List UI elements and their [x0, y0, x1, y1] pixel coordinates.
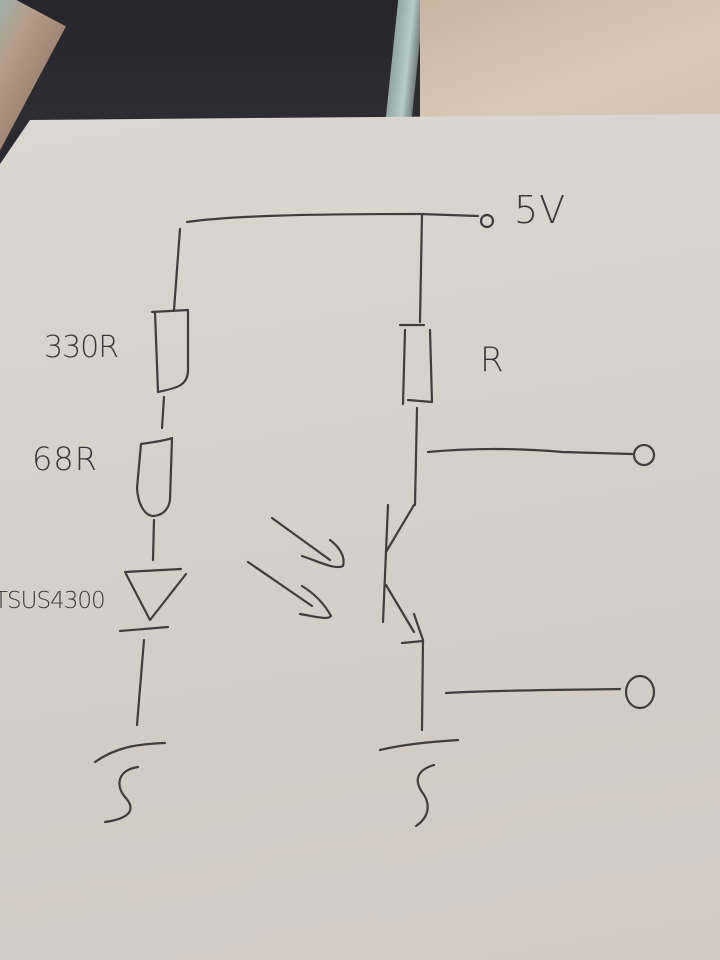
- ground-right-symbol: [414, 763, 436, 828]
- led-branch-wire-mid: [160, 395, 166, 430]
- ground-right-bar: [378, 738, 460, 752]
- background-tan-sheet: [420, 0, 720, 120]
- light-arrow-lower: [246, 560, 333, 620]
- diode-part-label: TSUS4300: [0, 588, 106, 614]
- resistor-r-symbol: [398, 323, 434, 406]
- resistor-r-label: R: [480, 340, 505, 380]
- phototransistor-emitter-arrow: [400, 612, 425, 645]
- sensor-branch-wire-collector: [413, 406, 419, 507]
- emitter-output-terminal: [624, 674, 656, 710]
- ground-left-symbol: [103, 765, 140, 824]
- supply-rail-wire: [185, 212, 480, 224]
- light-arrow-upper: [270, 516, 345, 569]
- diode-top-bar: [123, 567, 183, 574]
- led-branch-wire-bottom: [135, 638, 146, 727]
- resistor-330r-label: 330R: [44, 330, 119, 365]
- resistor-68r-symbol: [135, 436, 174, 518]
- phototransistor-collector-leg: [384, 503, 416, 554]
- supply-terminal: [479, 213, 495, 229]
- led-branch-wire-low: [151, 518, 156, 562]
- collector-output-wire: [426, 447, 634, 456]
- resistor-68r-label: 68R: [32, 440, 98, 478]
- phototransistor-emitter-leg: [384, 583, 416, 634]
- sensor-branch-wire-top: [418, 212, 424, 324]
- ground-left-bar: [93, 741, 167, 764]
- emitter-output-wire: [444, 687, 622, 695]
- phototransistor-base-line: [381, 503, 390, 624]
- led-branch-wire-top: [172, 227, 182, 312]
- diode-cathode-bar: [118, 625, 170, 633]
- resistor-330r-symbol: [150, 308, 190, 394]
- sensor-branch-wire-bottom: [420, 638, 425, 732]
- diode-triangle: [124, 572, 188, 622]
- collector-output-terminal: [632, 443, 656, 467]
- supply-voltage-label: 5V: [514, 188, 567, 232]
